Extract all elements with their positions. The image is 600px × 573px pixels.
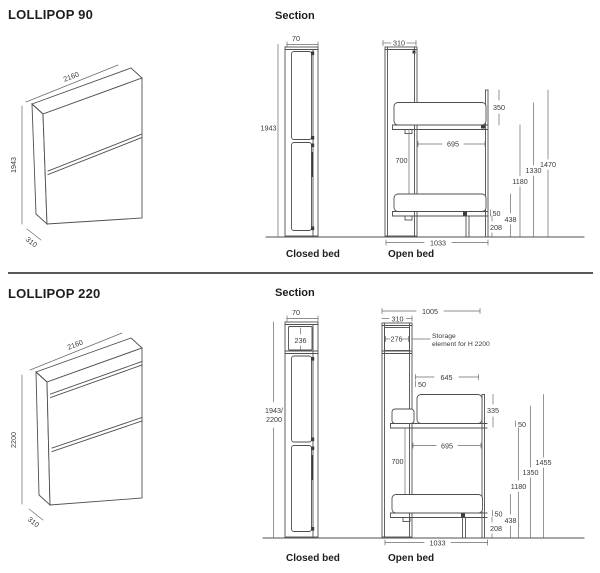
l90-isometric-drawing: 2160 1943 310 [9, 64, 143, 249]
l220-backrest-dim: 335 [487, 406, 499, 415]
l220-iso-front-face [46, 347, 143, 506]
l90-open-top-dim: 310 [393, 39, 405, 48]
l220-open-top-dim: 310 [392, 315, 404, 324]
l220-overall-depth-dim: 1005 [422, 307, 438, 316]
l220-storage-height-dim: 236 [295, 336, 307, 345]
l90-footprint-dim: 1033 [430, 239, 446, 248]
l90-backrest-dim: 350 [493, 103, 505, 112]
l220-section-heading: Section [275, 287, 315, 299]
l90-open-bed-drawing: 310 695 700 [382, 39, 556, 248]
l220-closed-bed-drawing: 70 236 1943/ 2200 [265, 308, 319, 538]
l90-open-bed-label: Open bed [388, 249, 435, 260]
l220-title: LOLLIPOP 220 [8, 286, 101, 301]
l220-iso-height-dim: 2200 [9, 432, 18, 448]
l90-closed-bed-label: Closed bed [286, 249, 340, 260]
l220-upper-bed-height-dim: 1180 [511, 482, 526, 491]
l90-clearance-dim: 208 [490, 223, 502, 232]
l220-footprint-dim: 1033 [430, 539, 446, 548]
l220-closed-upper-door [291, 355, 312, 443]
l90-closed-height-dim: 1943 [261, 124, 277, 133]
l220-upper-backrest-cushion [416, 394, 483, 424]
l90-gap-dim: 50 [493, 209, 501, 218]
l220-between-beds-dim: 700 [392, 457, 404, 466]
l220-upper-mattress-height-dim: 1350 [523, 468, 539, 477]
l220-panel-height-dim: 1455 [536, 458, 552, 467]
l90-closed-lower-door [291, 142, 312, 231]
l220-storage-depth-dim: 276 [391, 335, 403, 344]
l90-between-beds-dim: 700 [396, 156, 408, 165]
l220-storage-note-line1: Storage [432, 333, 456, 340]
l220-upper-width-dim: 645 [441, 373, 453, 382]
l90-upper-mattress-height-dim: 1330 [526, 166, 542, 175]
l220-isometric-drawing: 2160 2200 310 [9, 332, 143, 529]
l220-upper-small-cushion [391, 408, 415, 424]
l90-lower-mattress-height-dim: 438 [505, 215, 517, 224]
l90-closed-top-dim: 70 [292, 34, 300, 43]
l220-open-bed-label: Open bed [388, 553, 435, 564]
l220-bed-length-dim: 695 [441, 442, 453, 451]
l90-section-heading: Section [275, 10, 315, 22]
l90-bed-length-dim: 695 [447, 140, 459, 149]
l90-iso-front-face [42, 77, 143, 225]
l220-closed-bed-label: Closed bed [286, 553, 340, 564]
l220-lower-mattress-height-dim: 438 [505, 516, 517, 525]
l220-closed-height-dim-line2: 2200 [266, 415, 282, 424]
l220-storage-box [384, 327, 410, 351]
l90-panel-height-dim: 1470 [540, 160, 556, 169]
l90-upper-bed-height-dim: 1180 [512, 177, 527, 186]
l90-lower-mattress [393, 193, 487, 212]
l220-open-bed-drawing: 1005 310 276 Storage element for H 2200 [381, 307, 552, 548]
l90-title: LOLLIPOP 90 [8, 7, 94, 22]
l220-gap-top-dim: 50 [418, 380, 426, 389]
l220-clearance-dim: 208 [490, 524, 502, 533]
l220-lower-mattress [391, 494, 483, 514]
l220-gap-low-dim: 50 [495, 510, 503, 519]
l90-iso-height-dim: 1943 [9, 157, 18, 173]
l90-closed-bed-drawing: 70 1943 [261, 34, 319, 237]
l90-closed-cabinet [284, 46, 319, 237]
l220-closed-top-dim: 70 [292, 308, 300, 317]
l90-closed-upper-door [291, 51, 312, 140]
l90-upper-mattress [393, 102, 487, 126]
l220-closed-height-dim-line1: 1943/ [265, 406, 283, 415]
l220-closed-lower-door [291, 445, 312, 532]
l220-gap-mid-dim: 50 [518, 420, 526, 429]
l220-storage-note-line2: element for H 2200 [432, 341, 490, 348]
